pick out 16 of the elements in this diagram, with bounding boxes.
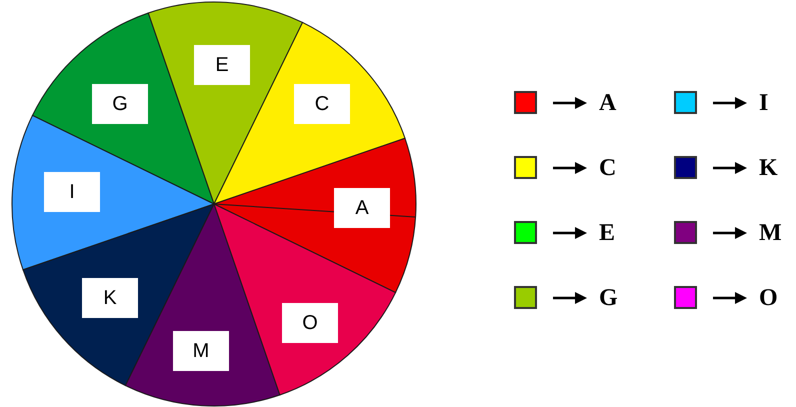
slice-label: C: [294, 84, 350, 124]
slice-label: K: [82, 278, 138, 318]
slice-label: I: [44, 172, 100, 212]
legend-label: C: [599, 156, 616, 180]
slice-label: E: [194, 45, 250, 85]
slice-label: G: [92, 84, 148, 124]
legend-label: E: [599, 220, 616, 244]
legend-label: O: [759, 286, 778, 310]
legend-label: G: [599, 286, 618, 310]
legend-label: I: [759, 90, 768, 114]
legend-label: M: [759, 220, 782, 244]
slice-label: A: [334, 188, 390, 228]
slice-label: M: [173, 331, 229, 371]
legend-label: A: [599, 90, 616, 114]
legend-label: K: [759, 156, 778, 180]
slice-label: O: [282, 303, 338, 343]
